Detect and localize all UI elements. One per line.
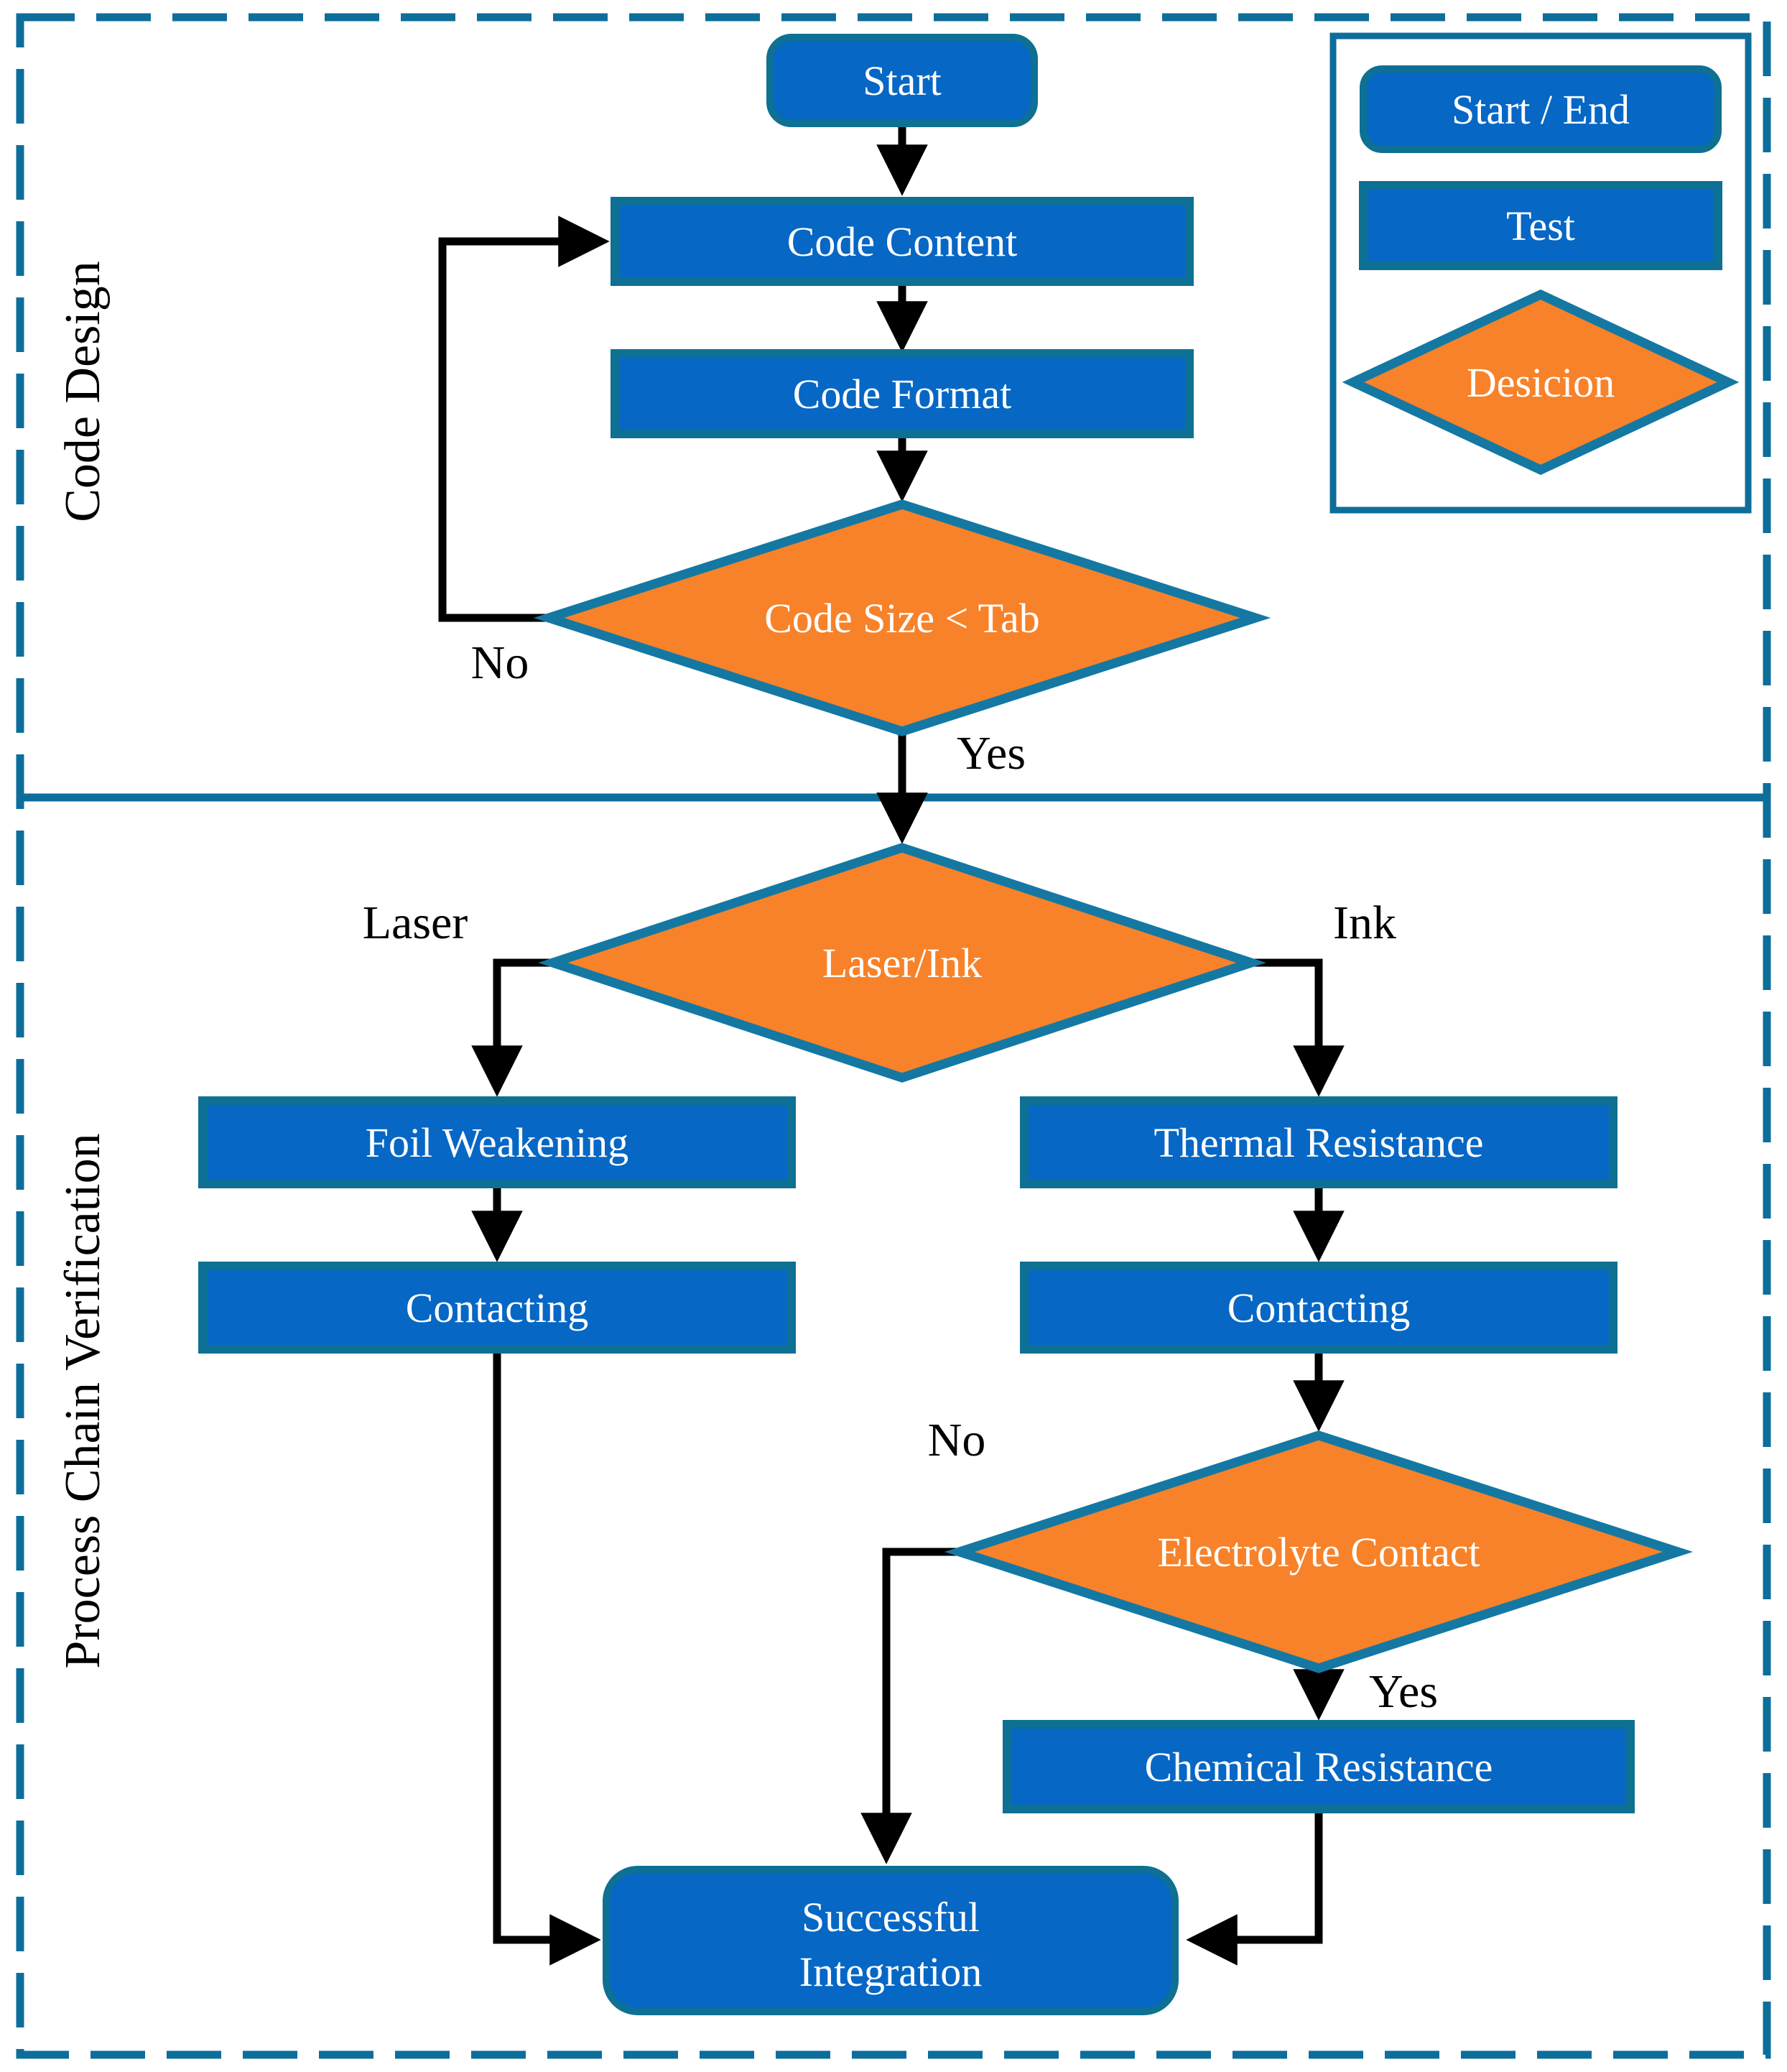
node-contacting-left-label: Contacting [406, 1285, 589, 1331]
node-laser-ink-decision-label: Laser/Ink [822, 940, 982, 986]
edge-label-no-1: No [471, 637, 529, 689]
legend-start-end-label: Start / End [1452, 86, 1630, 133]
edge-label-laser: Laser [363, 897, 468, 949]
node-code-size-decision-label: Code Size < Tab [764, 595, 1040, 642]
legend-test-shape [1359, 181, 1722, 270]
node-code-size-decision [533, 499, 1271, 736]
edge-chemical-to-integration [1186, 1809, 1323, 1966]
edge-code-size-no-loop [438, 216, 610, 622]
edge-label-no-2: No [928, 1414, 986, 1466]
legend: Start / End Test Desicion [1329, 32, 1752, 514]
node-start-label: Start [863, 57, 942, 104]
section-label-code-design: Code Design [55, 261, 111, 522]
node-code-content [611, 197, 1194, 286]
node-code-format [611, 349, 1194, 438]
node-thermal-resistance-label: Thermal Resistance [1154, 1119, 1484, 1166]
edge-laser-branch [471, 958, 553, 1097]
outer-dashed-border [16, 13, 1771, 2059]
node-chemical-resistance-label: Chemical Resistance [1145, 1744, 1493, 1790]
node-contacting-left [198, 1262, 796, 1354]
edge-electrolyte-no-to-integration [860, 1548, 960, 1864]
node-electrolyte-decision [944, 1430, 1694, 1673]
node-start [766, 34, 1038, 127]
node-code-content-label: Code Content [787, 218, 1018, 265]
node-successful-integration-label-line1: Successful [802, 1894, 980, 1941]
node-chemical-resistance [1003, 1720, 1635, 1813]
node-foil-weakening [198, 1096, 796, 1188]
node-foil-weakening-label: Foil Weakening [366, 1119, 628, 1166]
legend-test-label: Test [1506, 203, 1575, 249]
legend-decision-label: Desicion [1467, 359, 1615, 406]
node-laser-ink-decision [538, 843, 1266, 1083]
edge-label-ink: Ink [1333, 897, 1396, 949]
edge-label-yes-2: Yes [1369, 1665, 1438, 1718]
node-thermal-resistance [1020, 1096, 1617, 1188]
node-contacting-right [1020, 1262, 1617, 1354]
edge-ink-branch [1251, 958, 1345, 1097]
edge-label-yes-1: Yes [957, 727, 1026, 780]
node-code-format-label: Code Format [793, 371, 1011, 417]
section-label-process-chain-verification: Process Chain Verification [55, 1133, 111, 1668]
node-successful-integration-label-line2: Integration [799, 1948, 982, 1995]
edge-contacting-left-to-integration [493, 1349, 601, 1966]
legend-start-end-shape [1360, 65, 1722, 153]
node-electrolyte-decision-label: Electrolyte Contact [1157, 1529, 1480, 1576]
node-contacting-right-label: Contacting [1227, 1285, 1411, 1331]
legend-decision-shape [1342, 289, 1740, 476]
node-successful-integration [603, 1866, 1179, 2015]
